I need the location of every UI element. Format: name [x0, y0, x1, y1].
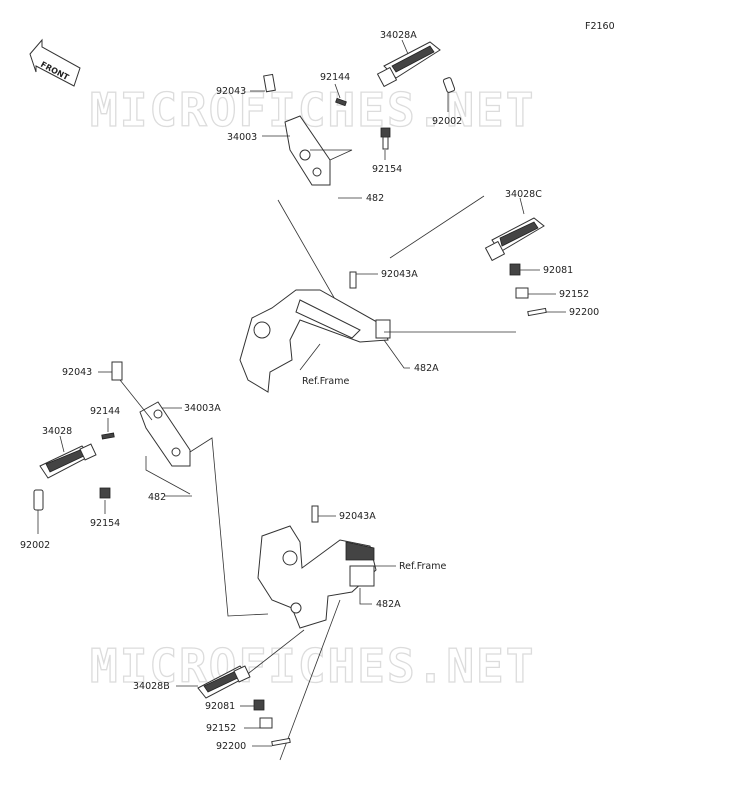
clip-92200-low: [271, 737, 291, 747]
ref-frame-top: Ref.Frame: [302, 376, 349, 387]
label-92154-left: 92154: [90, 518, 120, 529]
footpeg-34028B: [197, 665, 251, 699]
bracket-34003A: [139, 401, 191, 467]
pin-92002-top: [442, 77, 456, 93]
label-92200-low: 92200: [216, 741, 246, 752]
clip-92200-right: [527, 307, 547, 317]
label-482A-mid: 482A: [414, 363, 439, 374]
footpeg-34028C: [484, 217, 545, 262]
label-34028C: 34028C: [505, 189, 542, 200]
spring-pin-92144-top: [335, 97, 347, 107]
spring-pin-92144-left: [101, 432, 115, 440]
watermark-bottom: MICROFICHES.NET: [90, 639, 535, 693]
label-92043A-mid: 92043A: [381, 269, 418, 280]
ball-92152-low: [259, 717, 273, 729]
mount-bracket-upper: [239, 289, 391, 393]
label-482-left: 482: [148, 492, 166, 503]
label-92152-low: 92152: [206, 723, 236, 734]
label-34003: 34003: [227, 132, 257, 143]
spring-92081-right: [509, 263, 521, 276]
label-92002-left: 92002: [20, 540, 50, 551]
label-92043-left: 92043: [62, 367, 92, 378]
label-482-top: 482: [366, 193, 384, 204]
label-34028: 34028: [42, 426, 72, 437]
spring-92081-low: [253, 699, 265, 711]
label-92154-top: 92154: [372, 164, 402, 175]
label-92002-top: 92002: [432, 116, 462, 127]
collar-92043-left: [111, 361, 123, 381]
label-92200-right: 92200: [569, 307, 599, 318]
label-92144-top: 92144: [320, 72, 350, 83]
mount-bracket-lower: [257, 525, 377, 629]
collar-92043A-mid: [349, 271, 357, 289]
watermark-top: MICROFICHES.NET: [90, 83, 535, 137]
footpeg-34028: [39, 443, 97, 479]
pin-92002-left: [33, 489, 44, 511]
collar-92043A-low: [311, 505, 319, 523]
label-34028B: 34028B: [133, 681, 170, 692]
ball-92152-right: [515, 287, 529, 299]
ref-frame-low: Ref.Frame: [399, 561, 446, 572]
label-92081-right: 92081: [543, 265, 573, 276]
label-34003A: 34003A: [184, 403, 221, 414]
label-482A-low: 482A: [376, 599, 401, 610]
bracket-34003: [284, 115, 331, 186]
label-92043-top: 92043: [216, 86, 246, 97]
label-92043A-low: 92043A: [339, 511, 376, 522]
bolt-92154-top: [380, 127, 391, 150]
label-34028A: 34028A: [380, 30, 417, 41]
figure-code: F2160: [585, 21, 615, 32]
label-92144-left: 92144: [90, 406, 120, 417]
bolt-92154-left: [99, 487, 111, 499]
label-92152-right: 92152: [559, 289, 589, 300]
front-arrow-icon: FRONT: [29, 38, 81, 87]
footpeg-34028A: [376, 41, 441, 88]
label-92081-low: 92081: [205, 701, 235, 712]
collar-92043-top: [263, 73, 276, 93]
